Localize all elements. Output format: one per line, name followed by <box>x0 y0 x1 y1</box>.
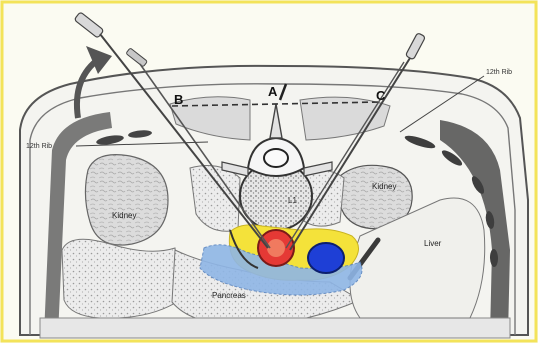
left-kidney <box>85 155 168 245</box>
label-point-c: C <box>376 88 386 103</box>
spinal-canal <box>264 149 288 167</box>
lower-band <box>40 318 510 338</box>
label-liver: Liver <box>424 239 442 248</box>
label-point-a: A <box>268 84 278 99</box>
label-kidney-right: Kidney <box>372 182 396 191</box>
label-vertebra: L1 <box>288 196 297 205</box>
label-pancreas: Pancreas <box>212 291 246 300</box>
left-organ-mass <box>62 239 180 318</box>
label-point-b: B <box>174 92 183 107</box>
label-rib-left: 12th Rib <box>26 143 52 150</box>
label-kidney-left: Kidney <box>112 211 136 220</box>
vena-cava <box>308 243 344 273</box>
label-rib-right: 12th Rib <box>486 69 512 76</box>
